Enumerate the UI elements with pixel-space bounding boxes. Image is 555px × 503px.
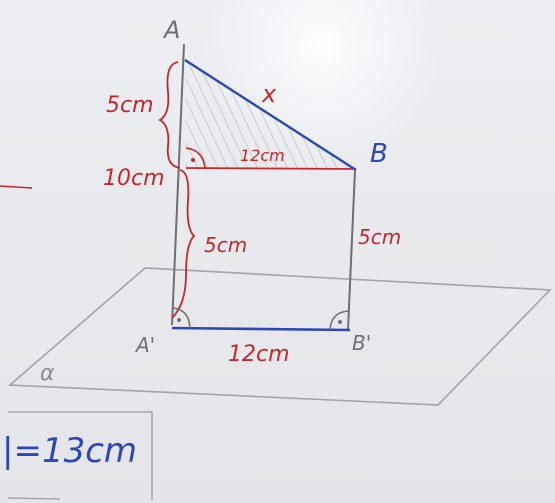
stray-mark — [0, 185, 33, 189]
label-upper-segment: 5cm — [106, 93, 154, 118]
segment-b-b-prime — [347, 169, 356, 331]
right-angle-b-prime — [329, 310, 350, 331]
segment-a-prime-b-prime — [171, 326, 351, 332]
label-point-a-prime: A' — [134, 333, 155, 357]
segment-a-b — [184, 58, 357, 172]
label-top-width: 12cm — [240, 146, 285, 165]
label-point-b-prime: B' — [352, 331, 371, 355]
right-angle-c — [185, 147, 206, 169]
label-right-side: 5cm — [358, 225, 401, 249]
brace-lower — [171, 169, 196, 319]
right-angle-a-prime — [171, 307, 191, 329]
label-bottom-width: 12cm — [228, 342, 290, 367]
plane-outline — [7, 267, 552, 406]
label-total-height: 10cm — [103, 166, 165, 191]
label-point-b: B — [370, 139, 388, 169]
label-lower-segment: 5cm — [204, 233, 247, 257]
brace-upper — [158, 61, 181, 169]
label-result: |=13cm — [2, 431, 137, 471]
label-plane: α — [40, 361, 55, 386]
result-box — [7, 411, 153, 500]
label-point-a: A — [162, 16, 180, 44]
label-hypotenuse: x — [261, 80, 277, 108]
segment-a-a-prime — [171, 43, 185, 326]
segment-c-b — [185, 167, 357, 170]
